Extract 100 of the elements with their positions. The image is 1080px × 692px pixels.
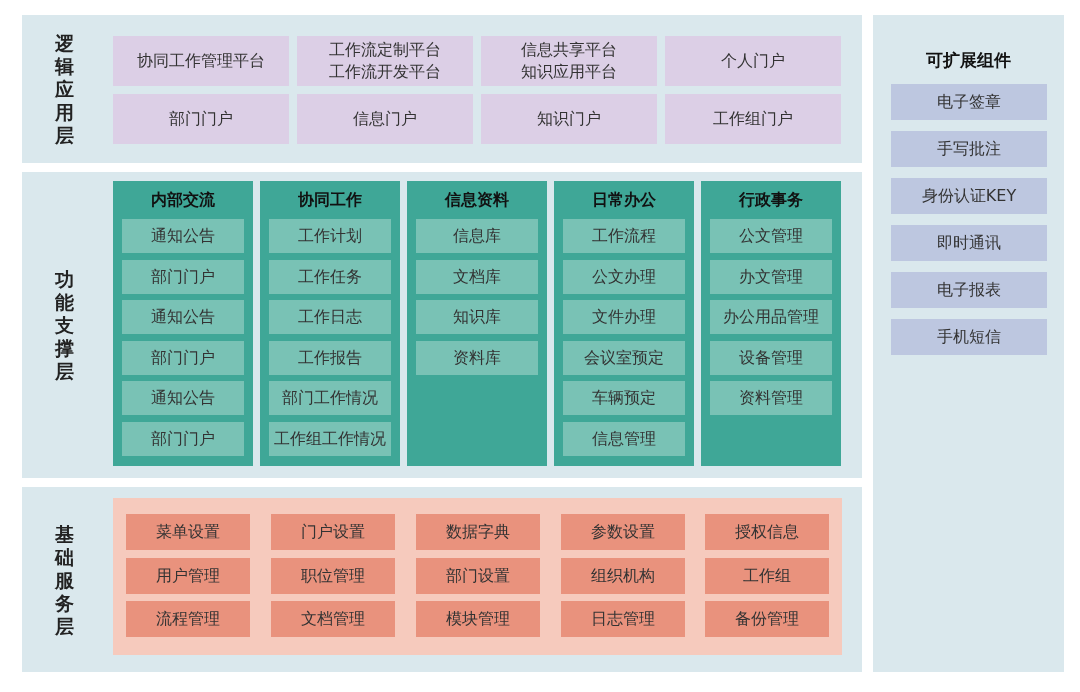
module-label: 备份管理	[735, 608, 799, 630]
module-label: 模块管理	[446, 608, 510, 630]
module-box	[891, 272, 1047, 308]
module-box	[122, 421, 244, 456]
module-label: 资料管理	[739, 387, 803, 409]
module-box	[122, 381, 244, 415]
module-box	[416, 340, 538, 375]
module-box	[416, 558, 540, 594]
module-label: 电子报表	[937, 279, 1001, 301]
module-label: 公文管理	[739, 225, 803, 247]
module-box	[122, 300, 244, 334]
column-heading: 协同工作	[297, 190, 363, 211]
module-label: 车辆预定	[592, 387, 656, 409]
module-box	[481, 36, 657, 86]
module-box	[563, 300, 685, 334]
module-label: 部门门户	[151, 265, 215, 288]
module-label: 工作任务	[298, 265, 362, 288]
module-label: 数据字典	[446, 521, 510, 543]
module-box	[126, 601, 250, 637]
module-label: 知识库	[453, 306, 501, 328]
module-label: 用户管理	[156, 565, 220, 587]
module-box	[665, 94, 841, 144]
module-label: 授权信息	[735, 521, 799, 543]
module-label: 工作报告	[298, 346, 362, 369]
module-box	[710, 340, 832, 375]
module-box	[122, 219, 244, 253]
module-label: 部门门户	[151, 346, 215, 369]
module-label: 信息共享平台	[521, 39, 617, 61]
module-box	[561, 514, 685, 550]
module-box	[271, 601, 395, 637]
module-label: 工作组	[743, 565, 791, 587]
column-heading: 内部交流	[150, 190, 216, 211]
module-box	[416, 219, 538, 253]
module-label: 菜单设置	[156, 521, 220, 543]
module-box	[269, 259, 391, 294]
module-label: 工作流程	[592, 225, 656, 247]
module-box	[126, 514, 250, 550]
module-box	[710, 381, 832, 415]
module-label: 通知公告	[151, 387, 215, 409]
module-box	[416, 259, 538, 294]
module-box	[710, 219, 832, 253]
module-box	[269, 421, 391, 456]
module-label: 日志管理	[591, 608, 655, 630]
module-box	[416, 514, 540, 550]
module-label: 公文办理	[592, 265, 656, 288]
column-heading: 信息资料	[443, 190, 510, 211]
module-label: 文档库	[453, 265, 501, 288]
column-panel	[260, 181, 400, 466]
module-box	[705, 514, 829, 550]
module-box	[561, 601, 685, 637]
module-box	[891, 131, 1047, 167]
module-box	[481, 94, 657, 144]
module-box	[269, 340, 391, 375]
module-label: 部门门户	[169, 108, 233, 130]
module-label: 流程管理	[156, 608, 220, 630]
module-label: 工作流定制平台	[329, 39, 441, 61]
layer-band	[22, 15, 862, 163]
module-label: 信息库	[453, 225, 501, 247]
module-label: 工作日志	[298, 306, 362, 328]
module-box	[563, 421, 685, 456]
module-box	[122, 259, 244, 294]
module-box	[271, 514, 395, 550]
module-label: 知识应用平台	[521, 61, 617, 83]
module-label: 协同工作管理平台	[137, 50, 265, 72]
layer-title: 基础服务层	[54, 522, 74, 637]
module-box	[297, 94, 473, 144]
module-box	[113, 94, 289, 144]
module-box	[271, 558, 395, 594]
module-box	[561, 558, 685, 594]
module-label: 信息管理	[592, 427, 656, 450]
module-label: 职位管理	[301, 565, 365, 587]
layer-band	[22, 172, 862, 478]
module-label: 设备管理	[739, 346, 803, 369]
module-box	[705, 601, 829, 637]
panel-title: 可扩展组件	[925, 49, 1012, 72]
column-panel	[554, 181, 694, 466]
module-label: 手写批注	[937, 138, 1001, 160]
module-box	[891, 84, 1047, 120]
column-panel	[113, 181, 253, 466]
module-label: 工作组工作情况	[274, 427, 386, 450]
module-label: 门户设置	[301, 521, 365, 543]
module-label: 参数设置	[591, 521, 655, 543]
side-panel	[873, 15, 1064, 672]
column-panel	[407, 181, 547, 466]
column-heading: 行政事务	[738, 190, 804, 211]
module-box	[891, 178, 1047, 214]
module-label: 会议室预定	[584, 346, 664, 369]
module-box	[563, 340, 685, 375]
module-label: 知识门户	[537, 108, 601, 130]
module-label: 工作组门户	[713, 108, 793, 130]
module-box	[269, 300, 391, 334]
module-label: 文件办理	[592, 306, 656, 328]
module-label: 部门设置	[446, 565, 510, 587]
module-box	[710, 300, 832, 334]
module-label: 部门门户	[151, 427, 215, 450]
module-box	[891, 225, 1047, 261]
module-box	[563, 259, 685, 294]
module-box	[269, 381, 391, 415]
module-box	[269, 219, 391, 253]
module-box	[710, 259, 832, 294]
